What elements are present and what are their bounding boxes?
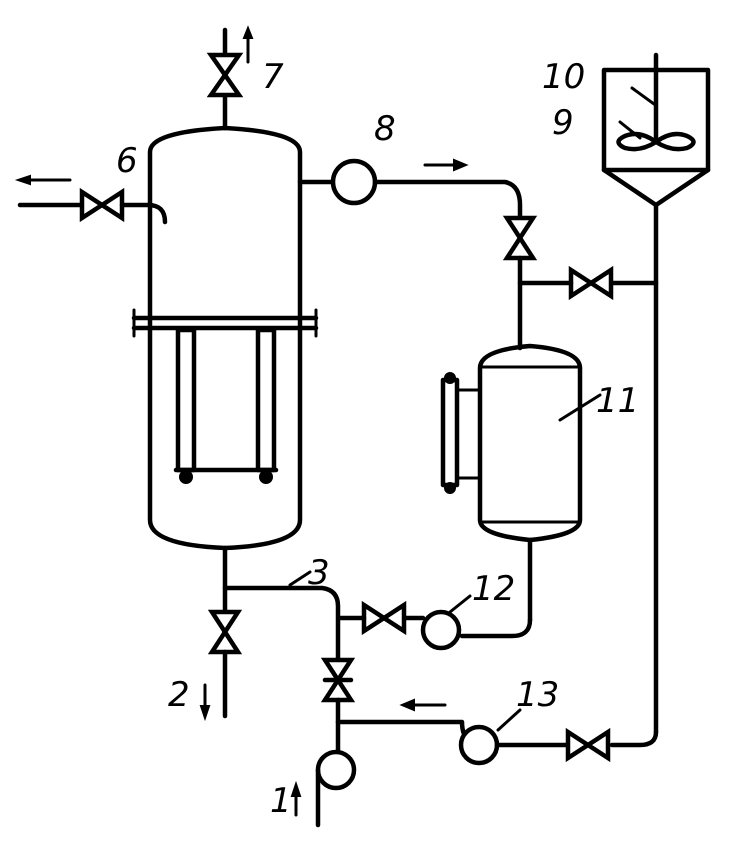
label-3: 3	[308, 553, 330, 593]
top-vent-line	[206, 25, 254, 131]
label-8: 8	[374, 109, 396, 149]
mixing-tank	[601, 52, 711, 208]
label-1: 1	[270, 781, 292, 821]
inlet-line	[14, 174, 168, 225]
receiver-vessel	[440, 343, 602, 639]
label-12: 12	[472, 569, 515, 609]
bottom-line-3	[199, 545, 341, 722]
label-6: 6	[116, 141, 138, 181]
mixer-outlet-line	[517, 202, 659, 748]
heating-tubes	[173, 327, 279, 484]
pump-13	[458, 708, 611, 766]
feed-line	[290, 657, 473, 828]
vapor-line	[297, 158, 538, 351]
label-11: 11	[596, 381, 639, 421]
label-2: 2	[168, 675, 190, 715]
label-9: 9	[552, 103, 574, 143]
label-7: 7	[262, 57, 284, 97]
label-10: 10	[542, 57, 585, 97]
reactor-vessel	[131, 125, 319, 551]
label-13: 13	[516, 675, 559, 715]
pump-12	[337, 594, 472, 651]
